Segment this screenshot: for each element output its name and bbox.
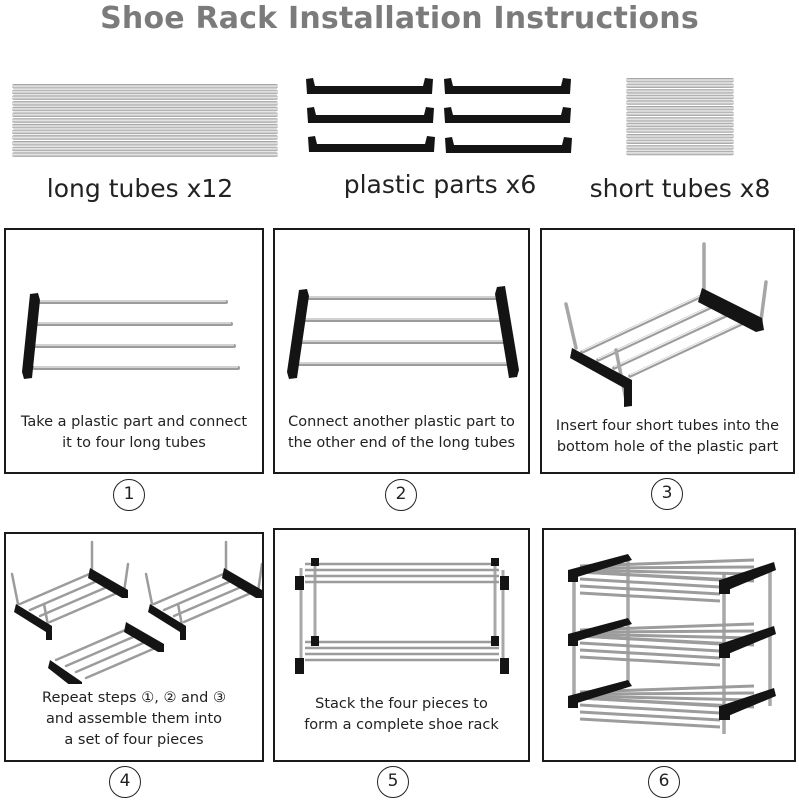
step-1-illustration (22, 293, 240, 379)
step-1-text: Take a plastic part and connect it to fo… (20, 414, 248, 451)
step-3-number: 3 (651, 478, 683, 510)
page-title: Shoe Rack Installation Instructions (100, 1, 699, 36)
part-label-long-tubes: long tubes x12 (46, 174, 234, 203)
tube (12, 152, 278, 157)
plastic-parts-icon (306, 78, 572, 153)
step-2-illustration (287, 286, 519, 379)
tube (626, 106, 734, 111)
step-6-number: 6 (648, 766, 680, 798)
tube (12, 112, 278, 117)
tube (12, 135, 278, 140)
tube (626, 100, 734, 105)
step-1-number: 1 (113, 479, 145, 511)
tube (626, 111, 734, 116)
step-6-box (542, 528, 796, 762)
step-4-illustration (10, 540, 262, 684)
tube (12, 129, 278, 135)
tube (12, 95, 278, 100)
tube (626, 122, 734, 128)
tube (12, 101, 278, 106)
step-5-illustration (295, 558, 509, 674)
tube (626, 128, 734, 133)
step-2-box: Connect another plastic part to the othe… (273, 228, 530, 474)
tube (12, 123, 278, 129)
tube (626, 145, 734, 150)
tube (12, 84, 278, 89)
step-3-illustration (564, 242, 768, 407)
tube (12, 141, 278, 146)
step-3-text: Insert four short tubes into the bottom … (555, 418, 780, 455)
step-2-number: 2 (385, 479, 417, 511)
shelf (568, 618, 776, 667)
tube (626, 78, 734, 83)
step-5-box: Stack the four pieces to form a complete… (273, 528, 530, 762)
step-4-text: Repeat steps ①, ② and ③ and assemble the… (42, 690, 226, 748)
step-2-text: Connect another plastic part to the othe… (287, 414, 515, 451)
long-tubes-icon (12, 84, 278, 157)
step-6-illustration (568, 554, 776, 734)
part-label-short-tubes: short tubes x8 (589, 174, 771, 203)
step-4-number: 4 (109, 766, 141, 798)
step-3-box: Insert four short tubes into the bottom … (540, 228, 795, 474)
step-4-box: Repeat steps ①, ② and ③ and assemble the… (4, 532, 264, 762)
tube (626, 94, 734, 100)
tube (626, 89, 734, 94)
part-label-plastic-parts: plastic parts x6 (343, 170, 537, 199)
step-5-text: Stack the four pieces to form a complete… (304, 696, 499, 733)
tube (626, 83, 734, 88)
step-5-number: 5 (377, 766, 409, 798)
tube (12, 118, 278, 123)
short-tubes-icon (626, 78, 734, 156)
shelf (568, 554, 776, 603)
shelf (568, 680, 776, 729)
tube (12, 89, 278, 95)
tube (12, 146, 278, 152)
tube (626, 134, 734, 139)
tube (626, 150, 734, 156)
tube (626, 139, 734, 144)
tube (12, 106, 278, 112)
step-1-box: Take a plastic part and connect it to fo… (4, 228, 264, 474)
tube (626, 117, 734, 122)
